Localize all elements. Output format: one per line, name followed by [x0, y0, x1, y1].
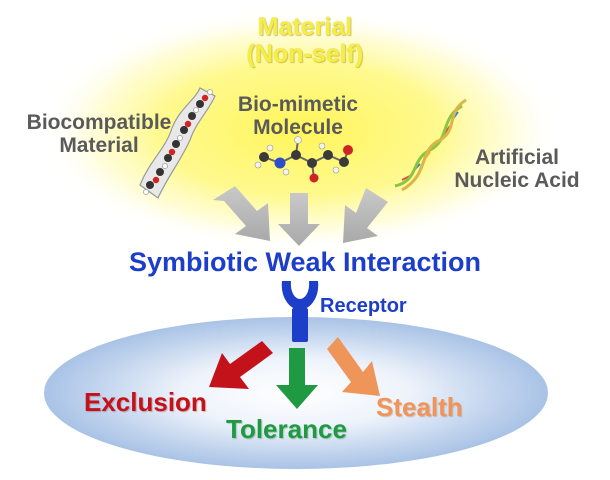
biomimetic-molecule-label: Bio-mimetic Molecule — [237, 93, 359, 139]
material-glow — [40, 8, 560, 252]
interaction-label: Symbiotic Weak Interaction — [128, 247, 482, 277]
input-arrows — [213, 186, 388, 246]
biocompatible-material-label: Biocompatible Material — [26, 111, 172, 157]
molecule-model-icon — [254, 136, 353, 183]
material-title: Material (Non-self) — [246, 13, 364, 68]
stealth-label: Stealth — [376, 392, 463, 422]
stealth-arrow — [327, 337, 380, 396]
polymer-chain-icon — [139, 87, 216, 199]
input-arrow-left — [213, 186, 270, 241]
dna-helix-icon — [394, 98, 467, 192]
exclusion-arrow — [209, 341, 273, 389]
receptor-label: Receptor — [320, 295, 407, 317]
artificial-nucleic-acid-label: Artificial Nucleic Acid — [454, 146, 580, 192]
tolerance-arrow — [276, 348, 318, 409]
input-arrow-center — [278, 193, 320, 246]
tolerance-label: Tolerance — [226, 414, 347, 444]
input-arrow-right — [343, 188, 388, 243]
exclusion-label: Exclusion — [84, 387, 207, 417]
receptor-icon — [281, 281, 319, 342]
